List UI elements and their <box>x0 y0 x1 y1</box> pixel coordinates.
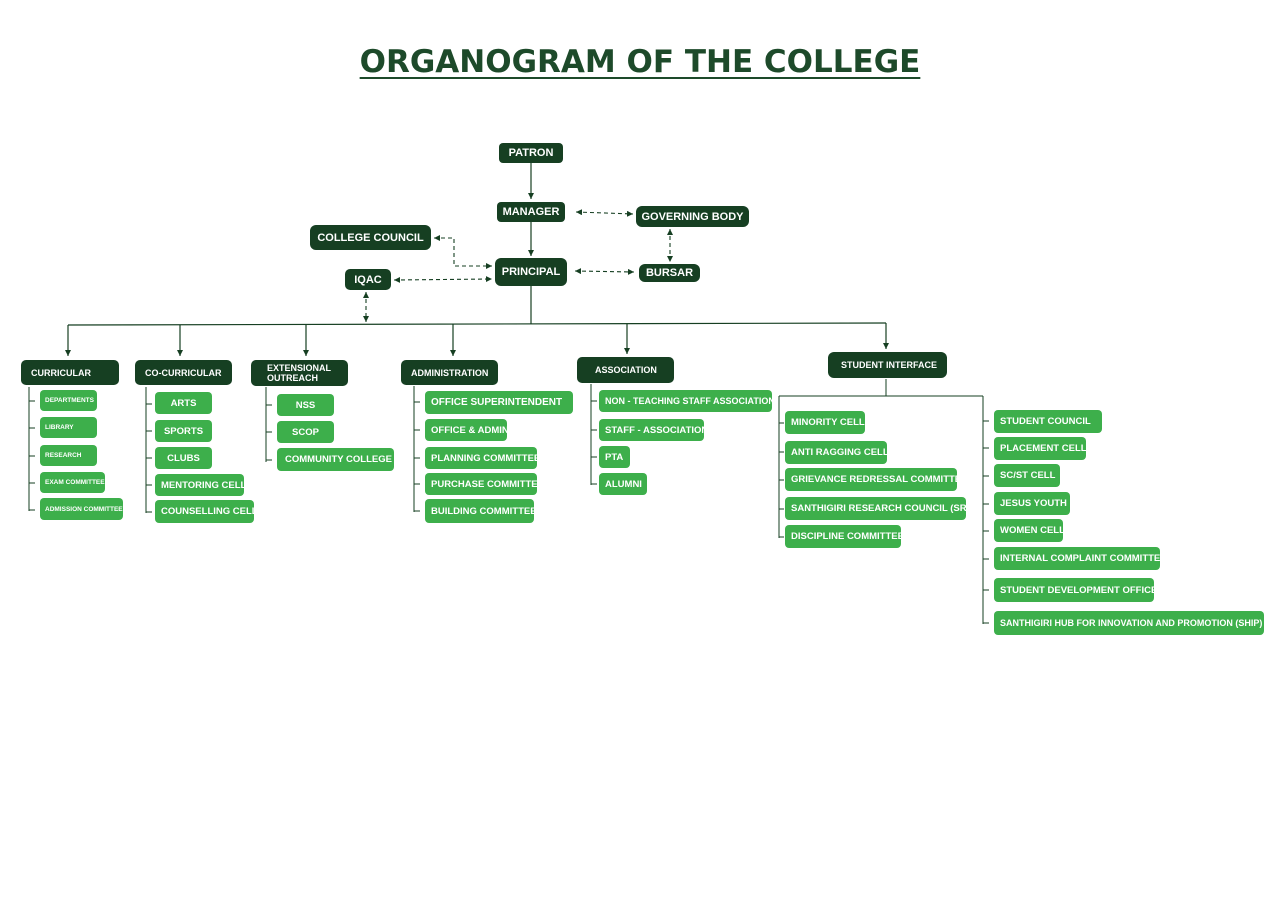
association-item: ALUMNI <box>599 473 647 495</box>
co-curricular-item: COUNSELLING CELL <box>155 500 258 523</box>
co-curricular-item: CLUBS <box>155 447 212 469</box>
curricular-item: DEPARTMENTS <box>40 390 97 411</box>
extensional-outreach-line2: OUTREACH <box>267 373 318 383</box>
student-interface-item: WOMEN CELL <box>994 519 1065 542</box>
association-item: PTA <box>599 446 630 468</box>
administration-item: OFFICE & ADMIN <box>425 419 509 441</box>
curricular-item: ADMISSION COMMITTEE <box>40 498 123 520</box>
co-curricular-item: ARTS <box>155 392 212 414</box>
student-interface-item: MINORITY CELL <box>785 411 865 434</box>
student-interface-item: GRIEVANCE REDRESSAL COMMITTEE <box>785 468 967 491</box>
outreach-item: COMMUNITY COLLEGE <box>277 448 394 471</box>
curricular-item: RESEARCH <box>40 445 97 466</box>
administration-item: PURCHASE COMMITTEE <box>425 473 544 495</box>
student-interface-item: INTERNAL COMPLAINT COMMITTEE <box>994 547 1167 570</box>
curricular-item: LIBRARY <box>40 417 97 438</box>
student-interface-head: STUDENT INTERFACE <box>828 352 947 378</box>
co-curricular-item: SPORTS <box>155 420 212 442</box>
outreach-item: SCOP <box>277 421 334 443</box>
student-interface-item: SANTHIGIRI RESEARCH COUNCIL (SRC) <box>785 497 977 520</box>
curricular-head: CURRICULAR <box>21 360 119 385</box>
manager-node: MANAGER <box>497 202 565 222</box>
extensional-outreach-head: EXTENSIONAL OUTREACH <box>251 360 348 386</box>
association-head: ASSOCIATION <box>577 357 674 383</box>
co-curricular-item: MENTORING CELL <box>155 474 246 496</box>
student-interface-item: DISCIPLINE COMMITTEE <box>785 525 904 548</box>
student-interface-item: ANTI RAGGING CELL <box>785 441 889 464</box>
co-curricular-head: CO-CURRICULAR <box>135 360 232 385</box>
administration-item: OFFICE SUPERINTENDENT <box>425 391 573 414</box>
administration-item: BUILDING COMMITTEE <box>425 499 537 523</box>
principal-node: PRINCIPAL <box>495 258 567 286</box>
student-interface-item: PLACEMENT CELL <box>994 437 1087 460</box>
student-interface-item: SC/ST CELL <box>994 464 1060 487</box>
student-interface-item: STUDENT DEVELOPMENT OFFICE <box>994 578 1157 602</box>
iqac-node: IQAC <box>345 269 391 290</box>
college-council-node: COLLEGE COUNCIL <box>310 225 431 250</box>
student-interface-item: JESUS YOUTH <box>994 492 1070 515</box>
association-item: STAFF - ASSOCIATION <box>599 419 708 441</box>
administration-head: ADMINISTRATION <box>401 360 498 385</box>
curricular-item: EXAM COMMITTEE <box>40 472 105 493</box>
bursar-node: BURSAR <box>639 264 700 282</box>
patron-node: PATRON <box>499 143 563 163</box>
governing-body-node: GOVERNING BODY <box>636 206 749 227</box>
association-item: NON - TEACHING STAFF ASSOCIATION <box>599 390 775 412</box>
extensional-outreach-line1: EXTENSIONAL <box>267 363 332 373</box>
administration-item: PLANNING COMMITTEE <box>425 447 540 469</box>
student-interface-item: STUDENT COUNCIL <box>994 410 1102 433</box>
student-interface-item: SANTHIGIRI HUB FOR INNOVATION AND PROMOT… <box>994 611 1264 635</box>
page-title: ORGANOGRAM OF THE COLLEGE <box>359 44 921 80</box>
outreach-item: NSS <box>277 394 334 416</box>
